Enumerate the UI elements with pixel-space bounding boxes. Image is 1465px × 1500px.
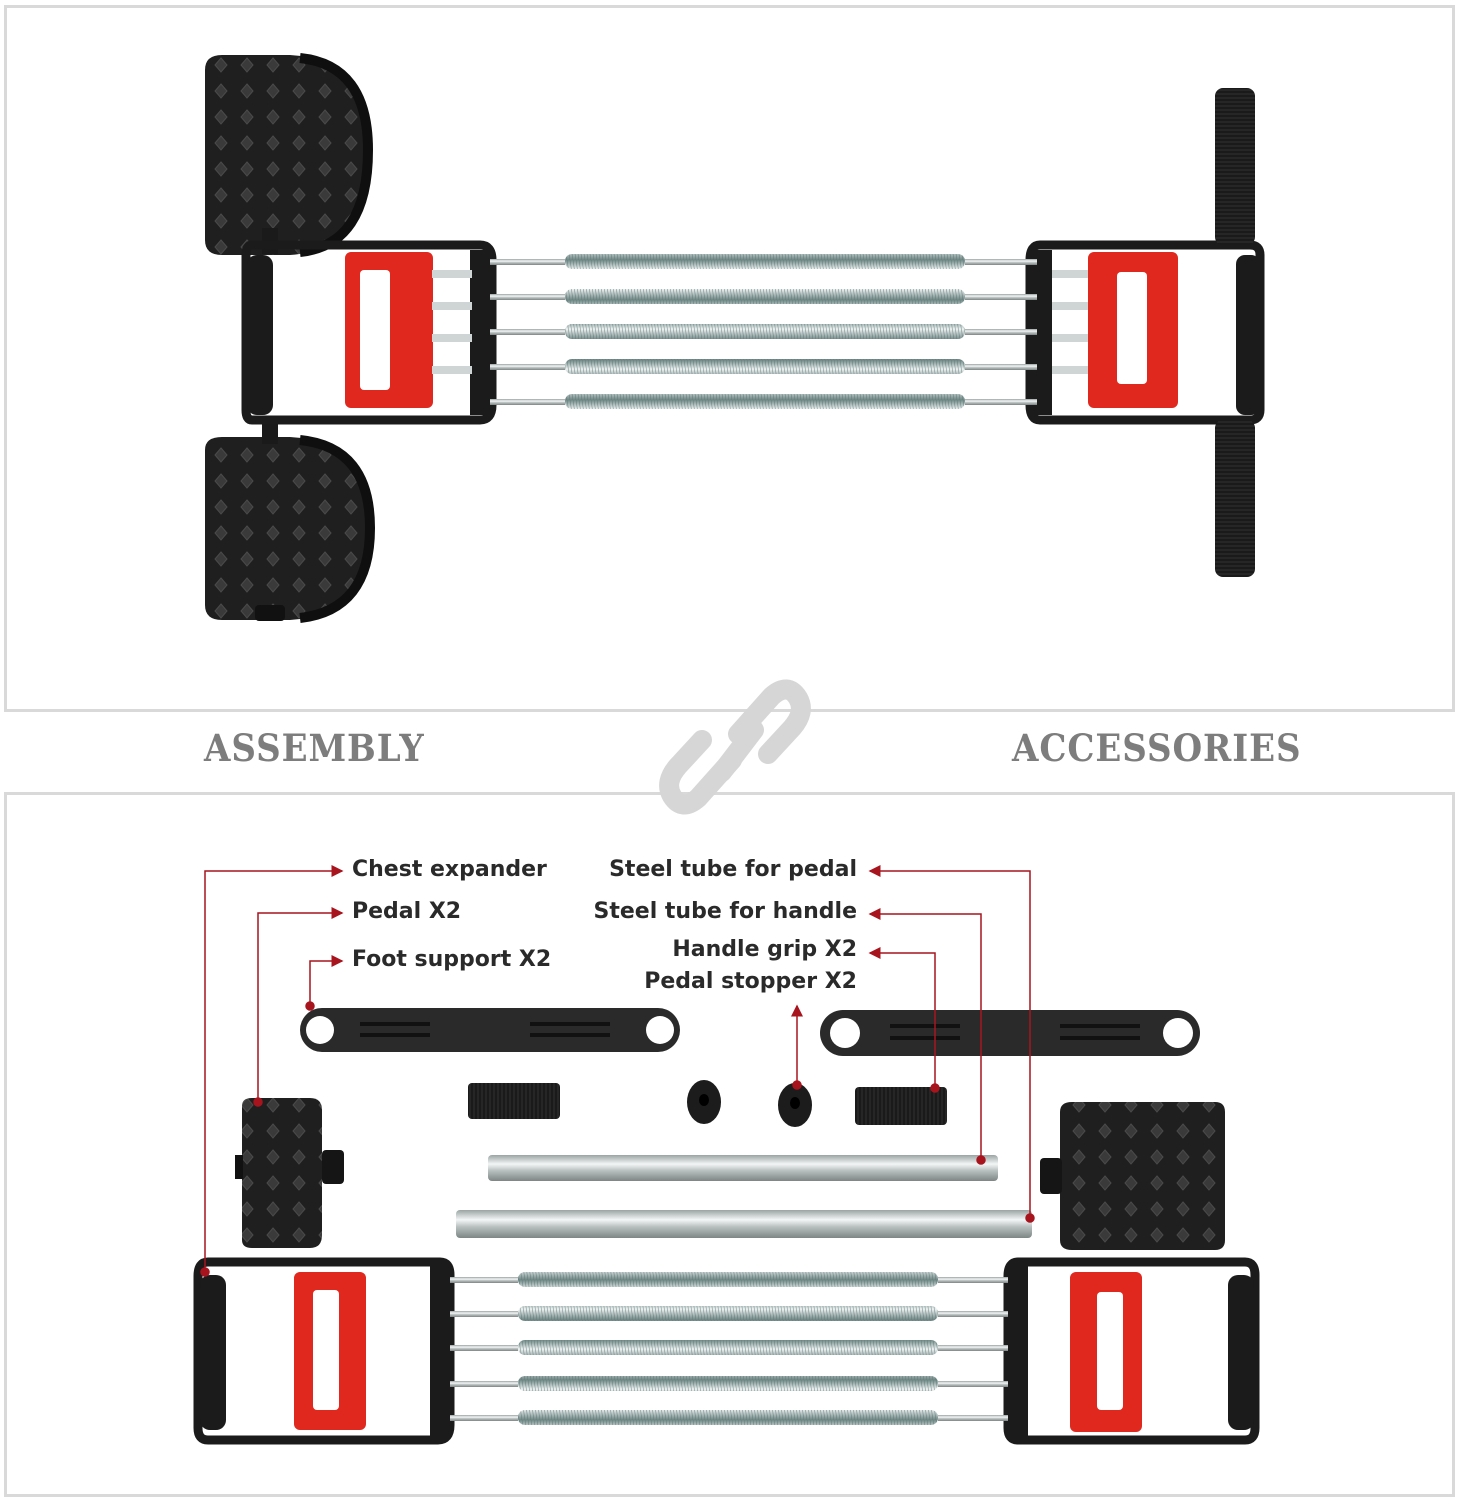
- chain-link-icon: [659, 679, 811, 815]
- label-chest-expander: Chest expander: [352, 857, 547, 882]
- label-pedal-stopper: Pedal stopper X2: [644, 969, 857, 994]
- top-springs: [490, 254, 1037, 409]
- foot-support-right: [820, 1010, 1200, 1056]
- label-foot-support: Foot support X2: [352, 947, 552, 972]
- accessories-title: ACCESSORIES: [1012, 726, 1302, 770]
- label-handle-grip: Handle grip X2: [672, 937, 857, 962]
- label-steel-tube-pedal: Steel tube for pedal: [609, 857, 857, 882]
- leader-lines: [200, 865, 1035, 1277]
- top-right-handle-frame: [1025, 240, 1265, 425]
- handle-grip-right: [855, 1087, 947, 1125]
- top-left-handle-frame: [241, 240, 497, 425]
- pedal-stoppers: [687, 1080, 812, 1127]
- assembled-chest-expander: [205, 53, 1265, 623]
- foot-support-left: [300, 1008, 680, 1052]
- handle-grip-left: [468, 1083, 560, 1119]
- top-handle-grips: [1215, 88, 1255, 577]
- top-pedal-lower: [205, 418, 376, 623]
- pedal-left: [235, 1098, 344, 1248]
- steel-tube-pedal: [456, 1210, 1032, 1238]
- label-steel-tube-handle: Steel tube for handle: [593, 899, 857, 924]
- assembly-title: ASSEMBLY: [204, 726, 425, 770]
- steel-tube-handle: [488, 1155, 998, 1181]
- pedal-right: [1040, 1102, 1225, 1250]
- chest-expander-part: [193, 1257, 1260, 1445]
- accessories-parts: [193, 1008, 1260, 1445]
- top-pedal-upper: [205, 53, 374, 257]
- label-pedal: Pedal X2: [352, 899, 462, 924]
